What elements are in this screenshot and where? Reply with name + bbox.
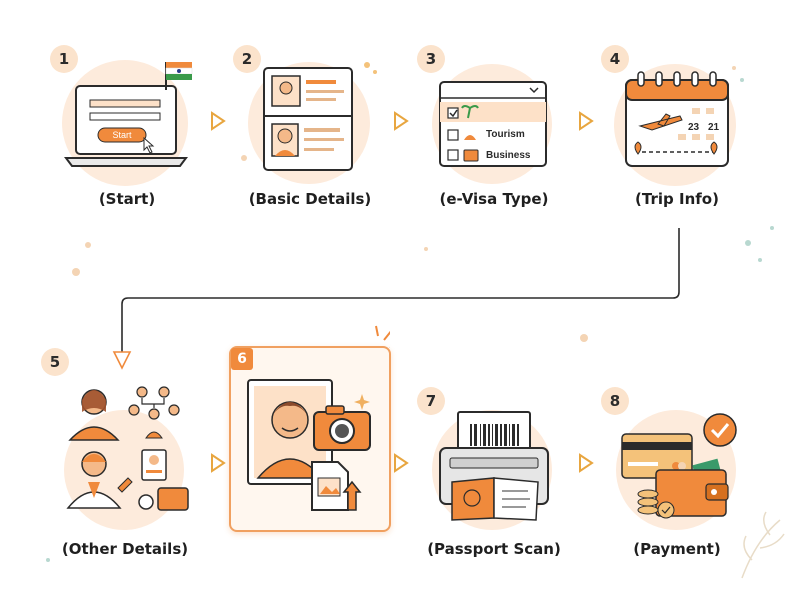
step-8-label: (Payment) (633, 540, 721, 558)
step-3-label: (e-Visa Type) (439, 190, 549, 208)
step-2-badge: 2 (233, 45, 261, 73)
step-7-badge: 7 (417, 387, 445, 415)
step-1-label: (Start) (98, 190, 156, 208)
step-4-badge: 4 (601, 45, 629, 73)
laptop-icon (64, 62, 193, 167)
step-5-badge: 5 (41, 348, 69, 376)
calendar-flight-icon (625, 71, 729, 167)
step-5-label: (Other Details) (61, 540, 189, 558)
step-8-badge: 8 (601, 387, 629, 415)
step-6-badge: 6 (231, 348, 253, 370)
other-details-people-icon (66, 386, 189, 511)
step-1-badge: 1 (50, 45, 78, 73)
visa-option-tourism[interactable]: Tourism (486, 129, 525, 140)
step-7-label: (Passport Scan) (427, 540, 561, 558)
visa-option-business[interactable]: Business (486, 150, 531, 161)
payment-wallet-icon (621, 413, 737, 519)
arrow-7-8 (579, 453, 594, 473)
visa-type-selector-icon (439, 81, 547, 167)
arrow-3-4 (579, 111, 594, 131)
passport-form-icon (263, 67, 353, 171)
photo-upload-icon (247, 325, 390, 511)
arrow-6-7 (394, 453, 409, 473)
arrow-2-3 (394, 111, 409, 131)
arrow-1-2 (211, 111, 226, 131)
arrow-5-6 (211, 453, 226, 473)
calendar-date-1: 23 (688, 122, 700, 133)
calendar-date-2: 21 (708, 122, 720, 133)
passport-scanner-icon (439, 411, 549, 521)
step-2-label: (Basic Details) (248, 190, 372, 208)
step-3-badge: 3 (417, 45, 445, 73)
step-4-label: (Trip Info) (635, 190, 719, 208)
start-button[interactable]: Start (112, 130, 132, 140)
